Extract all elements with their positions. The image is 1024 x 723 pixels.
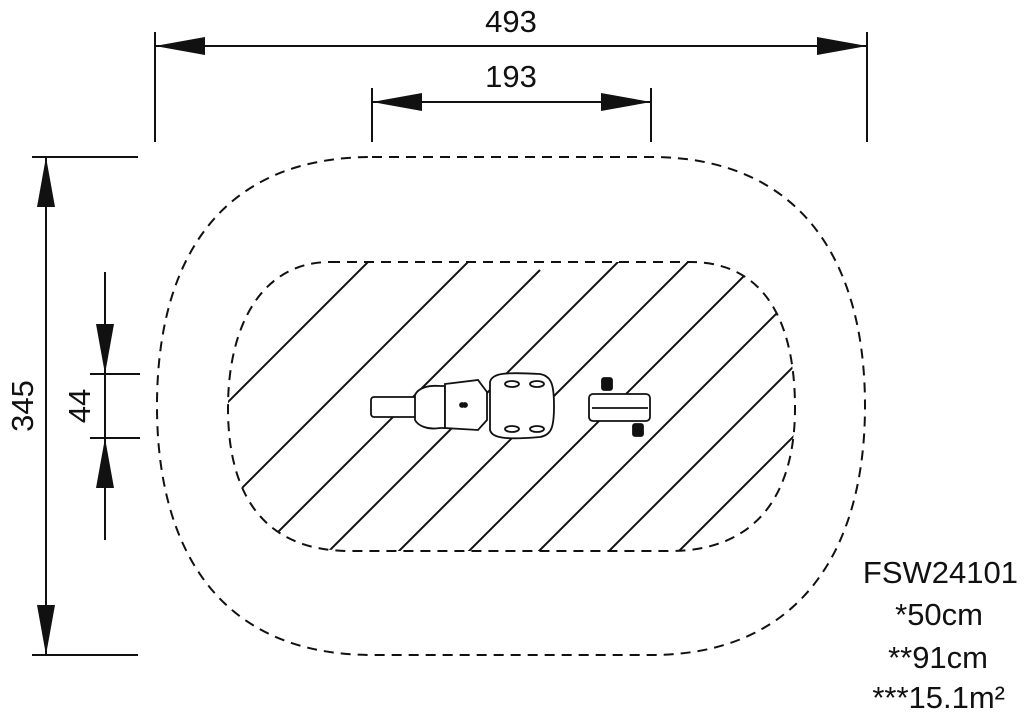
- platform-height: **91cm: [888, 640, 988, 675]
- arrow-up-icon: [37, 157, 55, 207]
- safety-area: ***15.1m²: [872, 680, 1005, 715]
- arrow-down-icon: [37, 605, 55, 655]
- arrow-left-icon: [372, 93, 422, 111]
- arrow-down-icon: [96, 324, 114, 374]
- overall-height-dimension: [32, 156, 138, 656]
- equipment-depth-label: 44: [62, 389, 97, 423]
- model-number: FSW24101: [863, 555, 1018, 590]
- equipment-depth-dimension: [90, 272, 140, 540]
- overall-width-label: 493: [485, 4, 537, 39]
- safety-zone-outer-boundary: [155, 156, 867, 656]
- arrow-right-icon: [601, 93, 651, 111]
- arrow-left-icon: [155, 37, 205, 55]
- overall-height-label: 345: [5, 380, 40, 432]
- arrow-up-icon: [96, 438, 114, 488]
- inner-width-dimension: [371, 88, 652, 142]
- equipment-top-view: [370, 372, 651, 440]
- free-fall-height: *50cm: [895, 597, 983, 632]
- arrow-right-icon: [817, 37, 867, 55]
- overall-width-dimension: [154, 32, 868, 142]
- inner-width-label: 193: [485, 59, 537, 94]
- impact-area-boundary: [226, 261, 797, 552]
